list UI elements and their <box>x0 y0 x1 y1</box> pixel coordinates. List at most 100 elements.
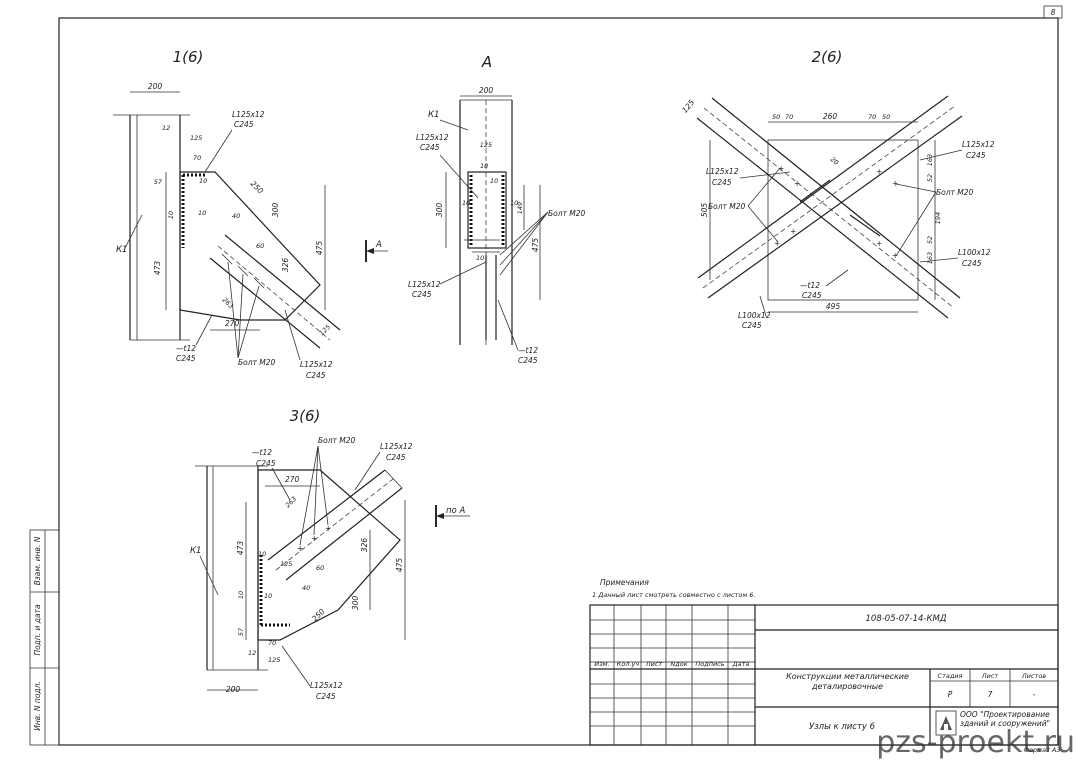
dim-52-b: 52 <box>926 236 934 244</box>
title-block: Изм. Кол.уч Лист Nдок Подпись Дата 108-0… <box>589 604 1061 754</box>
tb-code: 108-05-07-14-КМД <box>866 614 947 624</box>
dim-125: 125 <box>190 134 202 142</box>
dim-52-a: 52 <box>926 174 934 182</box>
tb-header-koluch: Кол.уч <box>617 660 640 668</box>
dim-125-3b: 125 <box>280 560 292 568</box>
plate-label-1: —t12 <box>176 344 196 353</box>
plate-label-a: —t12 <box>518 346 538 355</box>
plate-label-3: —t12 <box>252 448 272 457</box>
view-a: A 200 К1 L125x12 С245 125 10 10 10 10 30… <box>408 53 586 365</box>
dim-250: 250 <box>249 179 266 196</box>
dim-475: 475 <box>315 241 324 256</box>
angle-label-1a: L125x12 <box>232 110 265 119</box>
k1-label-3: К1 <box>190 546 201 556</box>
dim-194: 194 <box>934 212 942 224</box>
tb-sheet-header: Лист <box>981 672 999 680</box>
notes-heading: Примечания <box>600 578 649 587</box>
steel-label-3a: С245 <box>256 459 276 468</box>
tb-sheet: 7 <box>988 690 993 699</box>
dim-505: 505 <box>700 203 709 218</box>
dim-125-2: 125 <box>680 98 696 115</box>
angle-label-3a: L125x12 <box>380 442 413 451</box>
dim-300-a: 300 <box>435 203 444 218</box>
dim-473-3: 473 <box>236 541 245 556</box>
dim-473: 473 <box>153 261 162 276</box>
dim-60-3: 60 <box>316 564 324 572</box>
section-title-2: 2(6) <box>812 48 843 66</box>
bolt-mark-2h: + <box>892 251 898 260</box>
steel-label-2c: С245 <box>962 259 982 268</box>
dim-326-3: 326 <box>360 538 369 553</box>
bolt-mark-3b: + <box>311 534 317 543</box>
bolt-label-2b: Болт М20 <box>936 188 974 197</box>
steel-label-1a: С245 <box>234 120 254 129</box>
angle-label-2a: L125x12 <box>706 167 739 176</box>
dim-149: 149 <box>516 202 524 214</box>
angle-label-a: L125x12 <box>416 133 449 142</box>
sheet-corner-number: 8 <box>1051 8 1056 17</box>
dim-70-3: 70 <box>268 639 276 647</box>
steel-label-a3: С245 <box>518 356 538 365</box>
dim-163-b: 163 <box>926 252 934 264</box>
tb-org-wrap: ООО "Проектирование зданий и сооружений" <box>960 710 1050 728</box>
view-marker-a: А <box>375 240 382 250</box>
section-title-3: 3(6) <box>290 407 321 425</box>
dim-495: 495 <box>826 302 841 311</box>
steel-label-1c: С245 <box>306 371 326 380</box>
bolt-mark-3a: + <box>297 544 303 553</box>
dim-57: 57 <box>154 178 163 186</box>
dim-250-3: 250 <box>310 607 327 624</box>
dim-50-2a: 50 <box>772 113 780 121</box>
dim-125-a: 125 <box>480 141 492 149</box>
tb-sheets: - <box>1033 690 1036 699</box>
bolt-mark-2d: + <box>892 179 898 188</box>
view-marker-po-a: по А <box>446 506 465 516</box>
dim-10a: 10 <box>199 177 207 185</box>
notes: Примечания 1 Данный лист смотреть совмес… <box>592 578 756 599</box>
dim-10-3a: 10 <box>237 591 245 599</box>
bolt-mark-2a: + <box>778 164 784 173</box>
dim-10-a1: 10 <box>480 162 488 170</box>
dim-326: 326 <box>281 258 290 273</box>
node-1: 1(6) К1 200 12 125 70 10 57 473 10 10 25… <box>113 48 388 380</box>
tb-header-ndok: Nдок <box>670 660 687 668</box>
dim-40: 40 <box>232 212 240 220</box>
bolt-label-a: Болт М20 <box>548 209 586 218</box>
tb-title: Конструкции металлические деталировочные <box>786 672 909 691</box>
tb-sheets-header: Листов <box>1021 672 1046 680</box>
dim-270: 270 <box>225 319 240 328</box>
section-title-1: 1(6) <box>173 48 204 66</box>
dim-12-3: 12 <box>248 649 256 657</box>
steel-label-1b: С245 <box>176 354 196 363</box>
tb-header-izm: Изм. <box>594 660 609 668</box>
node-2: 2(6) + + + + + + + + 50 70 260 70 50 125… <box>680 48 995 330</box>
steel-label-2d: С245 <box>802 291 822 300</box>
steel-label-a1: С245 <box>420 143 440 152</box>
dim-40-3: 40 <box>302 584 310 592</box>
dim-200-a: 200 <box>479 86 494 95</box>
bolt-label-3: Болт М20 <box>318 436 356 445</box>
dim-263-3: 263 <box>284 495 298 509</box>
plate-label-2: —t12 <box>800 281 820 290</box>
k1-label-a: К1 <box>428 110 439 120</box>
dim-12: 12 <box>162 124 170 132</box>
dim-50-2b: 50 <box>882 113 890 121</box>
dim-70-2a: 70 <box>785 113 793 121</box>
side-stamp-1: Взам. инв. N <box>33 536 42 585</box>
dim-10-a4: 10 <box>510 199 518 207</box>
dim-60: 60 <box>256 242 264 250</box>
tb-header-data: Дата <box>732 660 750 668</box>
dim-10-3b: 10 <box>258 550 266 558</box>
dim-125-3: 125 <box>268 656 280 664</box>
bolt-mark-2f: + <box>790 227 796 236</box>
node-3: 3(6) К1 200 + + + 473 10 10 10 57 12 70 … <box>190 407 470 701</box>
dim-70: 70 <box>193 154 201 162</box>
dim-10-a2: 10 <box>490 177 498 185</box>
bolt-label-2a: Болт М20 <box>708 202 746 211</box>
tb-format: Формат А3 <box>1023 746 1060 754</box>
tb-drawing-name: Узлы к листу 6 <box>809 722 876 732</box>
dim-270-3: 270 <box>285 475 300 484</box>
dim-200-3: 200 <box>226 685 241 694</box>
angle-label-2c: L100x12 <box>958 248 991 257</box>
